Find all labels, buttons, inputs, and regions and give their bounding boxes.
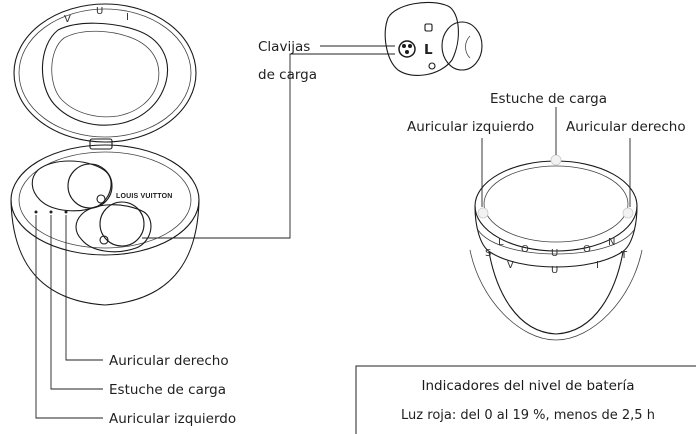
battery-box-title: Indicadores del nivel de batería xyxy=(421,378,634,394)
led-right-earbud xyxy=(64,210,68,214)
right-earbud-pins xyxy=(99,235,109,245)
closed-led-center xyxy=(550,154,562,166)
lid-letter: V xyxy=(64,14,71,25)
leader-auricular-derecho xyxy=(65,215,103,361)
ring-letter: L xyxy=(498,237,504,248)
closed-case-ring-band xyxy=(474,205,638,268)
label-clavijas-line1: Clavijas xyxy=(258,39,310,55)
label-auricular-izquierdo-left: Auricular izquierdo xyxy=(109,411,236,427)
label-clavijas-line2: de carga xyxy=(258,67,317,83)
ring-letter: N xyxy=(608,237,615,248)
case-base-rim xyxy=(18,151,192,249)
right-earbud-cavity xyxy=(75,204,152,253)
ring-letter: T xyxy=(620,250,628,261)
case-lid-recess xyxy=(41,22,168,126)
led-charging-case xyxy=(49,210,53,214)
ring-letter: I xyxy=(596,260,599,271)
closed-case-lid-inner xyxy=(483,165,629,243)
earbud-tip-inner xyxy=(465,35,471,59)
earbud-body xyxy=(384,1,459,76)
ring-letter: O xyxy=(583,244,591,255)
left-earbud xyxy=(67,163,113,209)
earbud-pin xyxy=(402,44,406,48)
earbud-pin xyxy=(408,44,412,48)
earbud-pin xyxy=(405,50,409,54)
label-auricular-derecho-left: Auricular derecho xyxy=(109,353,229,369)
label-auricular-izquierdo-top: Auricular izquierdo xyxy=(407,119,534,135)
earbud-closeup: L xyxy=(384,1,483,76)
earbud-marking: L xyxy=(424,42,433,58)
case-lid-rim xyxy=(18,8,192,138)
lid-letter: I xyxy=(126,12,129,23)
ring-letter: U xyxy=(551,248,558,259)
battery-box-line1: Luz roja: del 0 al 19 %, menos de 2,5 h xyxy=(401,408,655,423)
case-base-body xyxy=(10,199,200,306)
case-hinge xyxy=(89,138,113,150)
case-lid-recess-inner xyxy=(51,30,160,118)
closed-led-left xyxy=(477,207,489,219)
right-earbud xyxy=(99,201,145,247)
led-left-earbud xyxy=(34,210,38,214)
ring-letter: O xyxy=(521,244,529,255)
left-earbud-cavity xyxy=(31,160,112,212)
ring-letter: V xyxy=(507,260,514,271)
earbud-charging-pins-housing xyxy=(398,40,416,58)
label-estuche-de-carga-left: Estuche de carga xyxy=(109,382,226,398)
closed-led-right xyxy=(622,207,634,219)
leader-estuche-de-carga xyxy=(50,215,103,390)
lid-letter: U xyxy=(96,6,103,17)
left-earbud-pins xyxy=(96,194,106,204)
battery-box xyxy=(355,365,696,434)
closed-case-base xyxy=(488,251,624,335)
leader-auricular-izquierdo xyxy=(35,215,103,419)
case-lid-outer xyxy=(13,3,197,143)
open-case-illustration: V U I LOUIS VUITTON xyxy=(10,3,200,306)
label-estuche-de-carga-top: Estuche de carga xyxy=(490,91,607,107)
ring-letter: U xyxy=(551,265,558,276)
closed-case-illustration: S V U I T L O U O N xyxy=(469,154,643,341)
closed-case-base-curve xyxy=(469,249,643,341)
ring-letter: S xyxy=(485,248,491,259)
label-auricular-derecho-top: Auricular derecho xyxy=(566,119,686,135)
leader-earbud-to-clavijas xyxy=(142,53,395,239)
closed-case-ring-lower xyxy=(477,229,635,255)
earbud-tip xyxy=(441,21,483,71)
case-branding: LOUIS VUITTON xyxy=(116,193,173,200)
earbud-sensor xyxy=(424,23,433,32)
earbud-vent xyxy=(428,62,436,70)
